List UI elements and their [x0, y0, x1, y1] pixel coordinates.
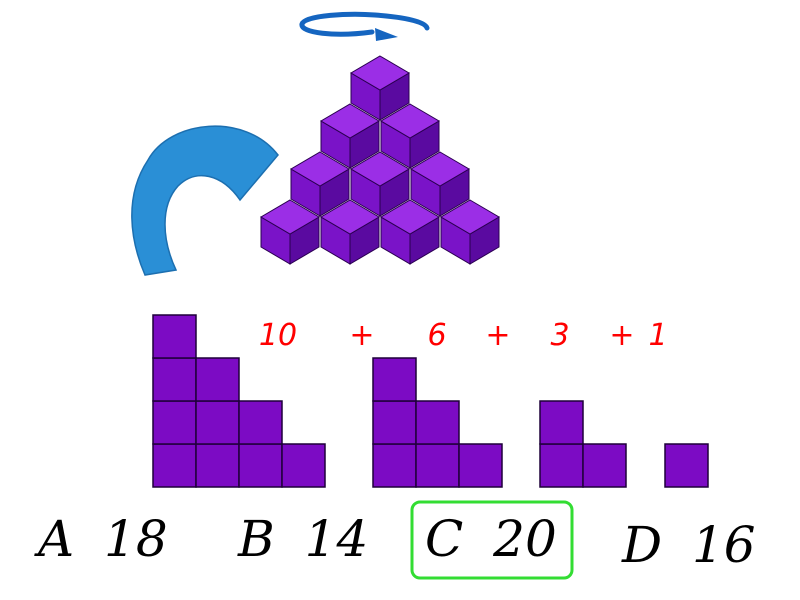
option-b-value: 14 [305, 510, 369, 568]
sum-plus-3: + [609, 318, 634, 353]
option-c-value: 20 [492, 510, 557, 568]
cube-top-face [380, 199, 440, 235]
layer-square [238, 400, 283, 445]
layer-square [152, 314, 197, 359]
cube [320, 199, 380, 265]
sum-term-1: 10 [259, 318, 297, 353]
layer-square [582, 443, 627, 488]
sum-plus-1: + [349, 318, 374, 353]
layer-square [238, 443, 283, 488]
option-b-letter: B [237, 510, 275, 568]
layer-square [152, 357, 197, 402]
layer-1 [152, 314, 326, 488]
option-c[interactable]: C 20 [425, 510, 557, 568]
layer-square [458, 443, 503, 488]
layer-2 [372, 357, 503, 488]
option-d[interactable]: D 16 [621, 516, 756, 574]
layer-square [415, 400, 460, 445]
cube-top-face [440, 199, 500, 235]
layer-square [539, 443, 584, 488]
option-d-letter: D [621, 516, 662, 574]
layer-square [152, 400, 197, 445]
cube-top-face [320, 103, 380, 139]
option-a-letter: A [34, 510, 74, 568]
rotate-arrow-icon [299, 11, 430, 41]
cube [380, 103, 440, 169]
layer-square [281, 443, 326, 488]
sum-plus-2: + [485, 318, 510, 353]
svg-text:C 20: C 20 [425, 510, 557, 568]
layer-sum: 10 + 6 + 3 + 1 [259, 318, 668, 353]
cube-top-face [350, 55, 410, 91]
layer-square [195, 357, 240, 402]
curved-arrow-icon [131, 125, 279, 276]
cube-pyramid [260, 55, 500, 265]
correct-answer-box [410, 500, 574, 580]
layer-square [152, 443, 197, 488]
cube-top-face [290, 151, 350, 187]
layer-square [372, 357, 417, 402]
svg-text:B 14: B 14 [237, 510, 368, 568]
cube-top-face [380, 103, 440, 139]
option-b[interactable]: B 14 [237, 510, 368, 568]
svg-text:A 18: A 18 [34, 510, 168, 568]
cube [320, 103, 380, 169]
cube-top-face [350, 151, 410, 187]
cube [410, 151, 470, 217]
sum-term-2: 6 [427, 318, 446, 353]
cube-top-face [260, 199, 320, 235]
answer-options: A 18 B 14 C 20 D 16 [34, 500, 756, 580]
layer-square [195, 443, 240, 488]
layer-diagrams [152, 314, 709, 488]
cube-top-face [410, 151, 470, 187]
option-a[interactable]: A 18 [34, 510, 168, 568]
sum-term-3: 3 [550, 318, 569, 353]
layer-square [372, 400, 417, 445]
cube [440, 199, 500, 265]
layer-square [195, 400, 240, 445]
layer-4 [664, 443, 709, 488]
svg-text:D 16: D 16 [621, 516, 756, 574]
layer-3 [539, 400, 627, 488]
option-c-letter: C [425, 510, 463, 568]
cube [260, 199, 320, 265]
layer-square [372, 443, 417, 488]
cube-top-face [320, 199, 380, 235]
option-d-value: 16 [692, 516, 756, 574]
layer-square [539, 400, 584, 445]
cube [290, 151, 350, 217]
option-a-value: 18 [104, 510, 168, 568]
cube [350, 55, 410, 121]
cube [350, 151, 410, 217]
layer-square [415, 443, 460, 488]
sum-term-4: 1 [648, 318, 667, 353]
layer-square [664, 443, 709, 488]
cube [380, 199, 440, 265]
